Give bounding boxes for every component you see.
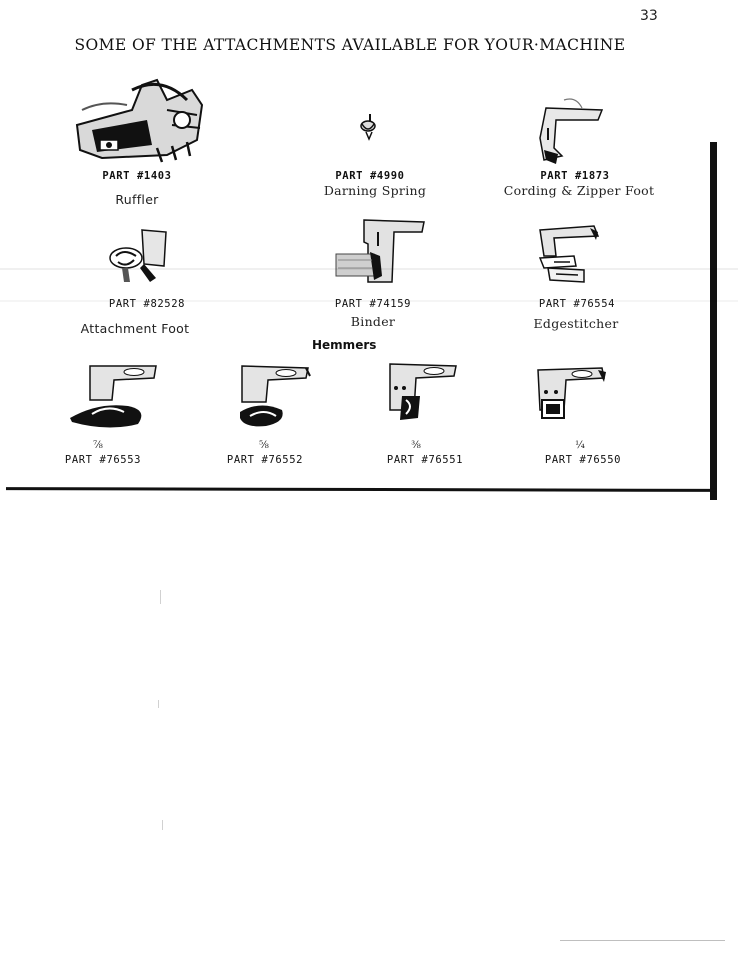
ruffler-icon bbox=[75, 78, 204, 163]
scan-speck bbox=[162, 820, 163, 830]
binder-icon bbox=[335, 219, 425, 283]
darning-spring-icon bbox=[360, 114, 376, 141]
scan-speck bbox=[160, 590, 161, 604]
edgestitcher-icon bbox=[538, 225, 600, 283]
scan-speck bbox=[158, 700, 159, 708]
scan-artifact-line bbox=[0, 300, 738, 302]
name-ruffler: Ruffler bbox=[115, 192, 159, 207]
hemmer-icon bbox=[70, 365, 157, 428]
part-number-hemmer-1-4: PART #76550 bbox=[544, 454, 622, 466]
part-number-binder: PART #74159 bbox=[334, 298, 412, 310]
panel-border-bottom bbox=[6, 487, 716, 492]
hemmer-size-7-8: ⅞ bbox=[93, 440, 103, 451]
part-number-cording-zipper-foot: PART #1873 bbox=[540, 170, 610, 182]
name-cording-zipper-foot: Cording & Zipper Foot bbox=[503, 183, 655, 198]
hemmers-heading: Hemmers bbox=[312, 338, 377, 352]
part-number-hemmer-3-8: PART #76551 bbox=[386, 454, 464, 466]
hemmer-size-1-4: ¼ bbox=[575, 440, 585, 451]
part-number-attachment-foot: PART #82528 bbox=[108, 298, 186, 310]
scan-artifact-line bbox=[0, 268, 738, 270]
panel-border-right bbox=[710, 142, 717, 500]
name-darning-spring: Darning Spring bbox=[323, 183, 427, 198]
scan-artifact-line bbox=[560, 940, 725, 941]
hemmer-icon bbox=[537, 367, 606, 419]
name-edgestitcher: Edgestitcher bbox=[533, 316, 619, 331]
cording-zipper-foot-icon bbox=[539, 98, 604, 164]
name-binder: Binder bbox=[350, 314, 396, 329]
page-number: 33 bbox=[640, 8, 658, 24]
page-title: SOME OF THE ATTACHMENTS AVAILABLE FOR YO… bbox=[74, 36, 626, 54]
part-number-ruffler: PART #1403 bbox=[102, 170, 172, 182]
hemmer-icon bbox=[389, 363, 457, 420]
part-number-hemmer-5-8: PART #76552 bbox=[226, 454, 304, 466]
hemmer-size-3-8: ⅜ bbox=[411, 440, 421, 451]
attachment-foot-icon bbox=[109, 229, 167, 282]
hemmer-icon bbox=[240, 365, 311, 427]
part-number-edgestitcher: PART #76554 bbox=[538, 298, 616, 310]
part-number-hemmer-7-8: PART #76553 bbox=[64, 454, 142, 466]
part-number-darning-spring: PART #4990 bbox=[335, 170, 405, 182]
name-attachment-foot: Attachment Foot bbox=[80, 321, 190, 336]
hemmer-size-5-8: ⅝ bbox=[259, 440, 269, 451]
